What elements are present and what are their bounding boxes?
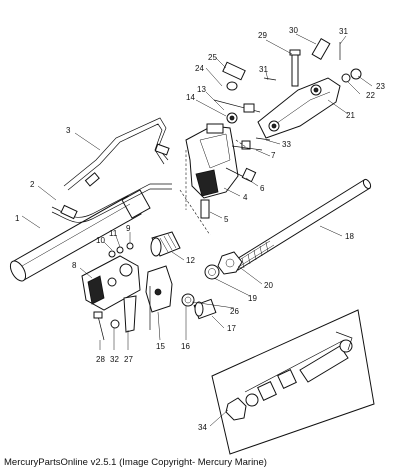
callout-21: 21 xyxy=(346,111,355,120)
screw-28 xyxy=(97,315,105,341)
callout-4: 4 xyxy=(243,193,248,202)
callout-17: 17 xyxy=(227,324,236,333)
callout-32: 32 xyxy=(110,355,119,364)
callout-16: 16 xyxy=(181,342,190,351)
callout-27: 27 xyxy=(124,355,133,364)
washer-26 xyxy=(181,293,195,307)
nut-20 xyxy=(217,251,243,275)
valve-body xyxy=(81,255,141,311)
pin-5 xyxy=(200,199,210,219)
washer-26-inner xyxy=(184,296,192,304)
callout-30: 30 xyxy=(289,26,298,35)
threaded-sleeve xyxy=(150,231,181,257)
callout-18: 18 xyxy=(345,232,354,241)
swivel-bracket xyxy=(185,123,239,199)
alignment-line xyxy=(179,189,211,236)
callout-34: 34 xyxy=(198,423,207,432)
washer-22 xyxy=(341,73,351,83)
callout-13: 13 xyxy=(197,85,206,94)
cotter-31b xyxy=(263,77,277,81)
steering-tube xyxy=(9,189,151,282)
callout-28: 28 xyxy=(96,355,105,364)
callout-1: 1 xyxy=(15,214,20,223)
screws-9-10-11 xyxy=(108,242,134,258)
kit-inset-box xyxy=(211,309,375,455)
callout-11: 11 xyxy=(109,229,118,238)
pin-29 xyxy=(289,49,301,87)
callout-33: 33 xyxy=(282,140,291,149)
callout-2: 2 xyxy=(30,180,35,189)
hydraulic-line-lower xyxy=(51,183,172,223)
callout-10: 10 xyxy=(96,236,105,245)
callout-14: 14 xyxy=(186,93,195,102)
callout-31b: 31 xyxy=(259,65,268,74)
callout-19: 19 xyxy=(248,294,257,303)
callout-9: 9 xyxy=(126,224,131,233)
callout-3: 3 xyxy=(66,126,71,135)
washer-19 xyxy=(204,264,220,280)
bolt-13-14 xyxy=(213,99,261,124)
bolt-7 xyxy=(231,140,263,151)
copyright-caption: MercuryPartsOnline v2.5.1 (Image Copyrig… xyxy=(4,457,267,468)
callout-31: 31 xyxy=(339,27,348,36)
callout-12: 12 xyxy=(186,256,195,265)
hydraulic-line-upper xyxy=(63,117,170,191)
washer-32 xyxy=(110,319,120,329)
steering-link-arm xyxy=(257,77,341,139)
nut-23 xyxy=(350,68,362,80)
bushing-17 xyxy=(193,298,217,320)
washer-19-inner xyxy=(208,268,216,276)
callout-26: 26 xyxy=(230,307,239,316)
callout-5: 5 xyxy=(224,215,229,224)
callout-6: 6 xyxy=(260,184,265,193)
callout-23: 23 xyxy=(376,82,385,91)
callout-15: 15 xyxy=(156,342,165,351)
callout-24: 24 xyxy=(195,64,204,73)
screw-28-head xyxy=(93,311,103,319)
callout-7: 7 xyxy=(271,151,276,160)
bolt-33 xyxy=(255,137,271,141)
lock-tab-27 xyxy=(123,295,137,333)
alignment-line xyxy=(235,139,251,151)
callout-29: 29 xyxy=(258,31,267,40)
callout-8: 8 xyxy=(72,261,77,270)
clamp-block xyxy=(145,265,173,330)
pin-24-25 xyxy=(222,61,246,91)
callout-25: 25 xyxy=(208,53,217,62)
callout-22: 22 xyxy=(366,91,375,100)
leader-lines xyxy=(21,33,373,427)
tilt-tube-rod xyxy=(231,178,372,271)
callout-labels: 1 2 3 4 5 6 7 8 9 10 11 12 13 14 15 16 1… xyxy=(15,26,385,432)
pin-30 xyxy=(311,38,331,60)
callout-20: 20 xyxy=(264,281,273,290)
